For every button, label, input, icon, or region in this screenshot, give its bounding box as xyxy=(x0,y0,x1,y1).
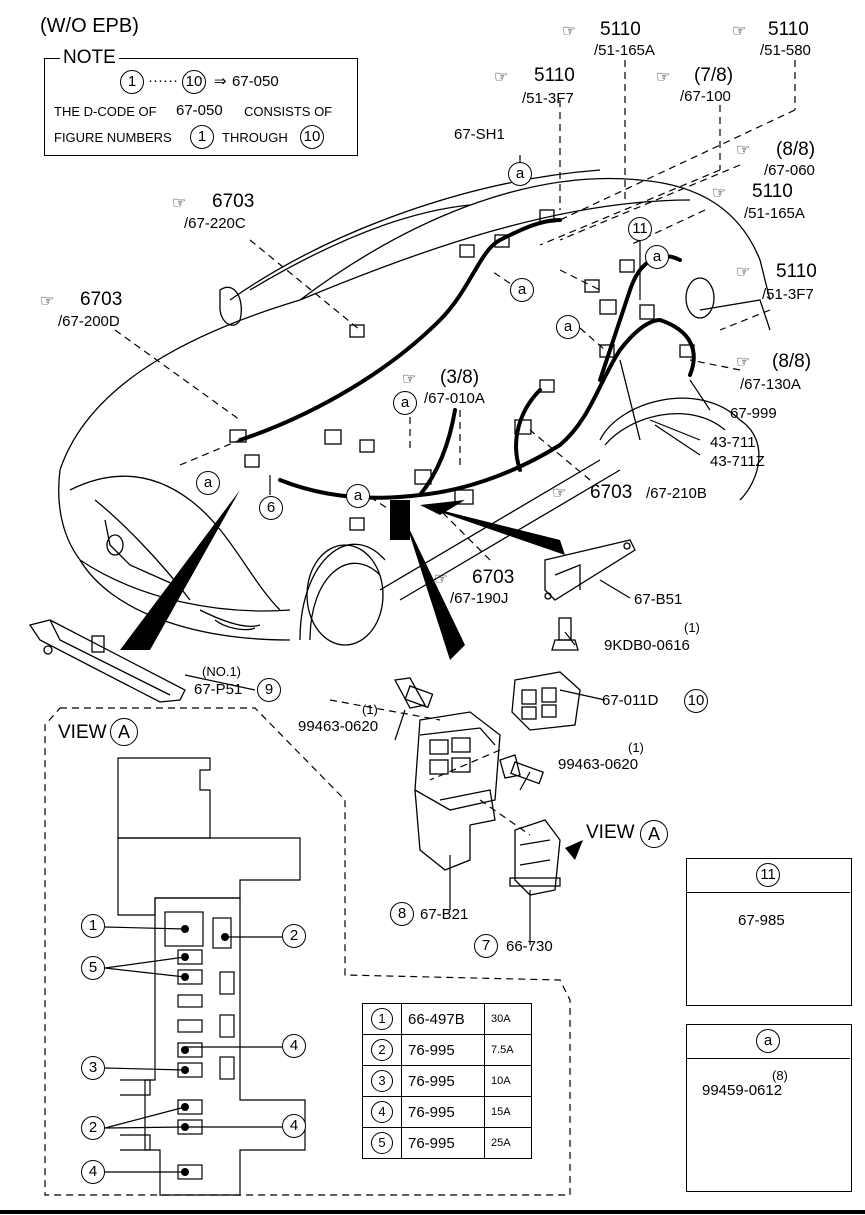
legend-11-header xyxy=(686,858,850,893)
fuse-part-number: 76-995 xyxy=(401,1065,485,1097)
view-a-mark-1: 1 xyxy=(81,914,105,938)
legend-a-header xyxy=(686,1024,850,1059)
note-line2-c: CONSISTS OF xyxy=(244,104,333,119)
pointing-hand-icon: ☞ xyxy=(494,69,509,86)
pointing-hand-icon: ☞ xyxy=(434,571,449,588)
callout-a[interactable]: a xyxy=(510,278,534,302)
part-67-p51-no: (NO.1) xyxy=(202,664,241,679)
table-row: 5 76-995 25A xyxy=(362,1127,532,1159)
view-a-mark-2: 2 xyxy=(282,924,306,948)
pointing-hand-icon: ☞ xyxy=(712,185,727,202)
legend-11-index: 11 xyxy=(756,863,780,887)
note-line2-b: 67-050 xyxy=(176,102,223,119)
index-10-marker: 10 xyxy=(684,689,708,713)
fuse-amperage: 30A xyxy=(484,1003,532,1035)
bolt-99463-0620-a[interactable]: 99463-0620 xyxy=(298,718,379,735)
bolt-99463-b-qty: (1) xyxy=(628,740,644,755)
pointing-hand-icon: ☞ xyxy=(40,293,55,310)
view-a-mark-5: 5 xyxy=(81,956,105,980)
part-67-011d[interactable]: 67-011D xyxy=(602,692,659,709)
fuse-part-number: 76-995 xyxy=(401,1096,485,1128)
callout-a[interactable]: a xyxy=(556,315,580,339)
table-row: 2 76-995 7.5A xyxy=(362,1034,532,1066)
pointing-hand-icon: ☞ xyxy=(402,371,417,388)
view-a-pointer-letter: A xyxy=(640,820,668,848)
note-line3-c: THROUGH xyxy=(222,130,288,145)
part-43-711z[interactable]: 43-711Z xyxy=(710,453,765,470)
callout-a[interactable]: a xyxy=(508,162,532,186)
fuse-part-number: 66-497B xyxy=(401,1003,485,1035)
pointing-hand-icon: ☞ xyxy=(732,23,747,40)
note-range-from: 1 xyxy=(120,70,144,94)
view-a-mark-4b: 4 xyxy=(282,1114,306,1138)
view-a-pointer-word: VIEW xyxy=(586,822,635,843)
fuse-amperage: 7.5A xyxy=(484,1034,532,1066)
part-67-sh1[interactable]: 67-SH1 xyxy=(454,126,505,143)
view-a-mark-4c: 4 xyxy=(81,1160,105,1184)
note-heading: NOTE xyxy=(60,48,119,68)
index-7-marker: 7 xyxy=(474,934,498,958)
pointing-hand-icon: ☞ xyxy=(562,23,577,40)
pointing-hand-icon: ☞ xyxy=(656,69,671,86)
pointing-hand-icon: ☞ xyxy=(172,195,187,212)
fuse-amperage: 15A xyxy=(484,1096,532,1128)
legend-a-index: a xyxy=(756,1029,780,1053)
pointing-hand-icon: ☞ xyxy=(736,142,751,159)
part-67-b51[interactable]: 67-B51 xyxy=(634,591,683,608)
part-67-999[interactable]: 67-999 xyxy=(730,405,777,422)
part-67-b21[interactable]: 67-B21 xyxy=(420,906,469,923)
callout-a[interactable]: a xyxy=(645,245,669,269)
index-9-marker: 9 xyxy=(257,678,281,702)
index-11-marker: 11 xyxy=(628,217,652,241)
part-43-711[interactable]: 43-711 xyxy=(710,434,756,451)
table-row: 1 66-497B 30A xyxy=(362,1003,532,1035)
part-9kdb0-0616[interactable]: 9KDB0-0616 xyxy=(604,637,690,654)
legend-a-part-number[interactable]: 99459-0612 xyxy=(702,1082,783,1099)
fuse-part-number: 76-995 xyxy=(401,1034,485,1066)
table-row: 3 76-995 10A xyxy=(362,1065,532,1097)
table-row: 4 76-995 15A xyxy=(362,1096,532,1128)
bolt-99463-0620-b[interactable]: 99463-0620 xyxy=(558,756,639,773)
legend-11-part-number[interactable]: 67-985 xyxy=(738,912,785,929)
note-range-to: 10 xyxy=(182,70,206,94)
note-line2-a: THE D-CODE OF xyxy=(54,104,157,119)
part-67-p51[interactable]: 67-P51 xyxy=(194,681,243,698)
callout-a[interactable]: a xyxy=(346,484,370,508)
index-8-marker: 8 xyxy=(390,902,414,926)
note-line3-a: FIGURE NUMBERS xyxy=(54,130,172,145)
note-line3-d: 10 xyxy=(300,125,324,149)
note-line3-b: 1 xyxy=(190,125,214,149)
legend-a-qty: (8) xyxy=(772,1068,788,1083)
view-a-title-letter: A xyxy=(110,718,138,746)
index-6-marker: 6 xyxy=(259,496,283,520)
pointing-hand-icon: ☞ xyxy=(736,264,751,281)
pointing-hand-icon: ☞ xyxy=(552,485,567,502)
view-a-mark-2b: 2 xyxy=(81,1116,105,1140)
bolt-99463-a-qty: (1) xyxy=(362,702,378,717)
view-a-title-word: VIEW xyxy=(56,722,109,743)
part-66-730[interactable]: 66-730 xyxy=(506,938,553,955)
pointing-hand-icon: ☞ xyxy=(736,354,751,371)
callout-a[interactable]: a xyxy=(393,391,417,415)
callout-a[interactable]: a xyxy=(196,471,220,495)
fuse-amperage: 10A xyxy=(484,1065,532,1097)
fuse-amperage: 25A xyxy=(484,1127,532,1159)
note-range-target: 67-050 xyxy=(232,73,279,90)
view-a-mark-4: 4 xyxy=(282,1034,306,1058)
fuse-table: 1 66-497B 30A 2 76-995 7.5A 3 76-995 10A… xyxy=(362,1003,532,1159)
part-9kdb0-qty: (1) xyxy=(684,620,700,635)
note-range-arrow: ⇒ xyxy=(214,73,227,90)
view-a-mark-3: 3 xyxy=(81,1056,105,1080)
note-range-dots: ······ xyxy=(148,72,178,89)
diagram-title: (W/O EPB) xyxy=(40,15,139,37)
fuse-part-number: 76-995 xyxy=(401,1127,485,1159)
